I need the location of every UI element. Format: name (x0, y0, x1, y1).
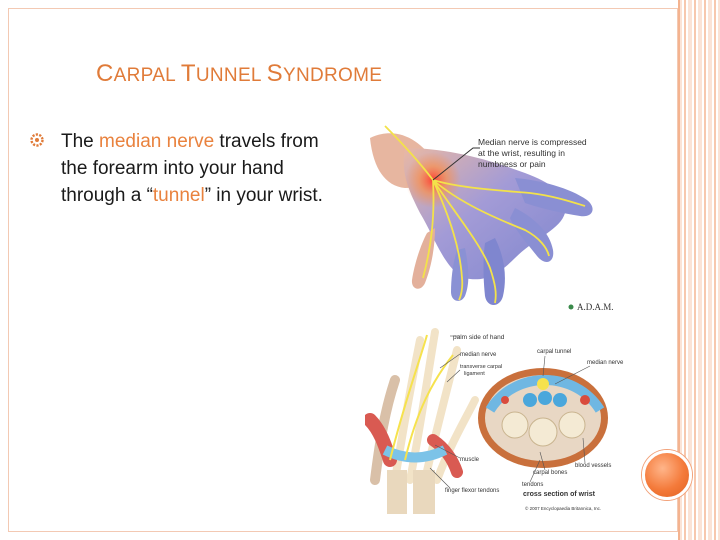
decorative-stripes (678, 0, 720, 540)
label-cross-section: cross section of wrist (523, 491, 596, 498)
adam-logo-text: A.D.A.M. (577, 302, 614, 312)
hand-nerve-illustration: Median nerve is compressed at the wrist,… (370, 125, 614, 312)
adam-logo-icon (568, 304, 574, 310)
hand-skeleton (365, 328, 479, 514)
label-tendons: tendons (522, 482, 543, 488)
label-median-nerve-right: median nerve (587, 360, 624, 366)
decorative-orb (642, 450, 692, 500)
median-nerve-highlight: median nerve (99, 131, 215, 152)
label-transverse-1: transverse carpal (460, 364, 502, 370)
callout-line-2: at the wrist, resulting in (478, 148, 565, 158)
callout-line-3: numbness or pain (478, 159, 546, 169)
cross-section-illustration (478, 368, 608, 468)
label-transverse-2: ligament (464, 371, 485, 377)
label-carpal-tunnel: carpal tunnel (537, 349, 571, 355)
bullet-point: The median nerve travels from the forear… (30, 128, 330, 209)
label-finger-flexor: finger flexor tendons (445, 488, 499, 494)
carpal-tunnel-diagram: palm side of hand median nerve transvers… (365, 328, 624, 514)
label-carpal-bones: carpal bones (533, 470, 567, 476)
slide-title: CARPAL TUNNEL SYNDROME (96, 60, 383, 87)
tunnel-highlight: tunnel (152, 185, 205, 206)
copyright-text: © 2007 Encyclopaedia Britannica, Inc. (525, 505, 601, 511)
label-blood-vessels: blood vessels (575, 463, 611, 469)
callout-line-1: Median nerve is compressed (478, 137, 587, 147)
label-median-nerve-left: median nerve (460, 352, 497, 358)
settings-bullet-icon (30, 133, 44, 147)
label-muscle: muscle (460, 457, 480, 463)
bullet-text: The median nerve travels from the forear… (61, 131, 323, 206)
slide-frame (8, 8, 678, 532)
label-palm-side: palm side of hand (453, 334, 505, 341)
